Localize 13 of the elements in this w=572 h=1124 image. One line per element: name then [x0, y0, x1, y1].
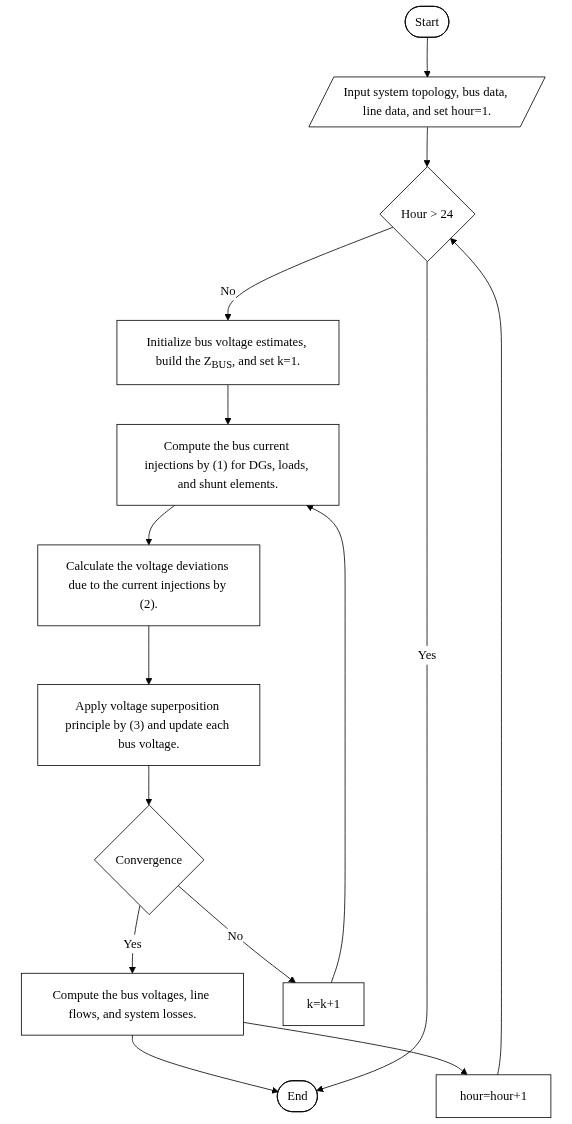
edge-label: Yes [417, 648, 437, 662]
node-box: Apply voltage superposition principle by (3) and update each bus voltage. [37, 684, 261, 766]
edge-label: No [220, 283, 236, 298]
node-diamond: Convergence [93, 804, 205, 915]
node-box: Initialize bus voltage estimates, build the Z$_{BUS}$, and set k=1. [116, 319, 340, 386]
node-box: hour=hour+1 [435, 1074, 552, 1118]
node-diamond: Hour > 24 [379, 166, 476, 263]
edge-label: Yes [123, 936, 142, 951]
node-box: k=k+1 [282, 982, 365, 1027]
node-box: Compute the bus voltages, line flows, and system losses. [20, 972, 244, 1036]
edge-label: No [227, 928, 243, 943]
node-box: Calculate the voltage deviations due to the current injections by (2). [37, 544, 261, 627]
node-box: Compute the bus current injections by (1) for DGs, loads, and shunt elements. [116, 423, 340, 506]
